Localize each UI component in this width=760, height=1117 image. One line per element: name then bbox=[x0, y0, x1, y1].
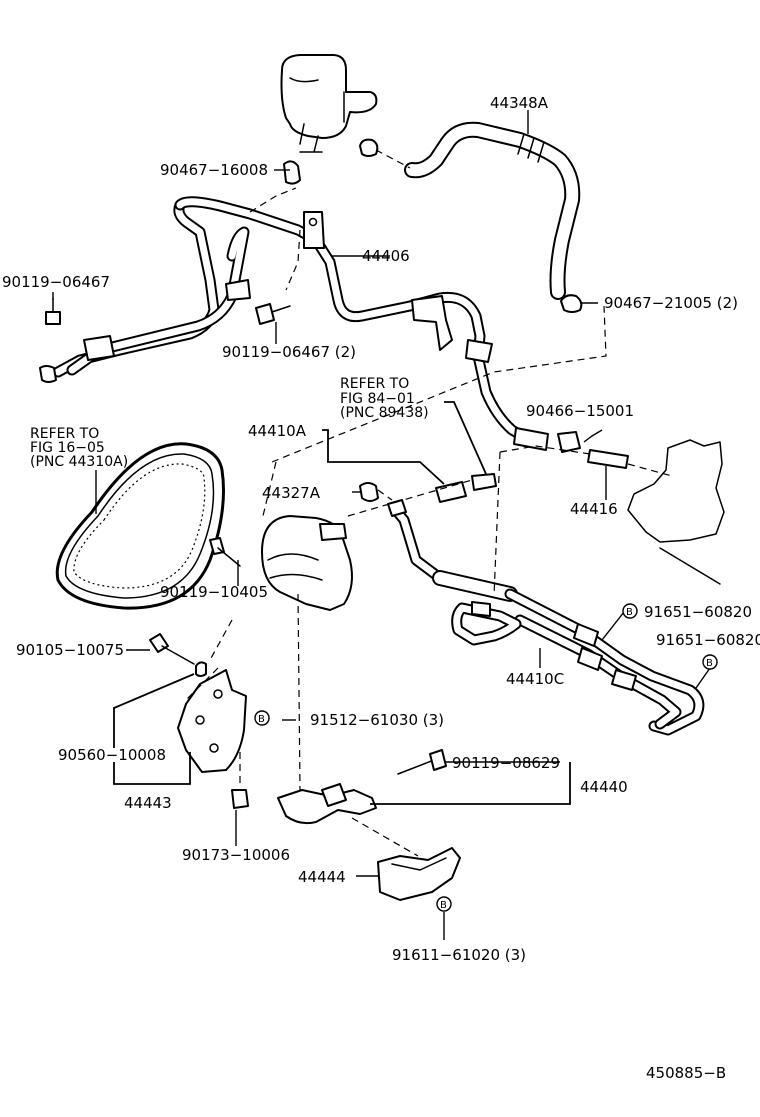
callout-91611-61020: 91611−61020 (3) bbox=[392, 946, 526, 964]
bracket-icon bbox=[303, 211, 453, 351]
svg-text:B: B bbox=[440, 900, 447, 911]
grommet-icon bbox=[359, 138, 379, 157]
callout-44406: 44406 bbox=[362, 247, 410, 265]
callout-90467-21005: 90467−21005 (2) bbox=[604, 294, 738, 312]
refer-84-line3: (PNC 89438) bbox=[340, 405, 429, 421]
b-marker-3: B bbox=[254, 710, 270, 726]
callout-44348A: 44348A bbox=[490, 94, 549, 112]
refer-84-line1: REFER TO bbox=[340, 376, 409, 392]
clamp-icon bbox=[359, 482, 379, 502]
callout-91651-60820-a: 91651−60820 bbox=[644, 603, 752, 621]
bolt-icon bbox=[149, 537, 241, 665]
b-marker-4: B bbox=[436, 896, 452, 912]
callout-90119-10405: 90119−10405 bbox=[160, 583, 268, 601]
callout-90466-15001: 90466−15001 bbox=[526, 402, 634, 420]
refer-84-line2: FIG 84−01 bbox=[340, 391, 415, 407]
callout-44327A: 44327A bbox=[262, 484, 321, 502]
pump-icon bbox=[261, 515, 353, 611]
callout-90173-10006: 90173−10006 bbox=[182, 846, 290, 864]
stay-icon bbox=[377, 847, 461, 901]
bolt-icon bbox=[435, 473, 497, 503]
callout-44443: 44443 bbox=[124, 794, 172, 812]
stay-icon bbox=[277, 783, 377, 825]
callout-44410C: 44410C bbox=[506, 670, 564, 688]
callout-44416: 44416 bbox=[570, 500, 618, 518]
bolt-icon bbox=[45, 297, 291, 325]
gear-housing-icon bbox=[557, 431, 725, 585]
bracket-icon bbox=[177, 661, 249, 809]
pipe-icon bbox=[39, 196, 549, 451]
callout-90119-06467-left: 90119−06467 bbox=[2, 273, 110, 291]
svg-text:B: B bbox=[626, 607, 633, 618]
svg-text:B: B bbox=[258, 714, 265, 725]
figure-id: 450885−B bbox=[646, 1064, 726, 1082]
refer-16-line1: REFER TO bbox=[30, 426, 99, 442]
callout-91512-61030: 91512−61030 (3) bbox=[310, 711, 444, 729]
hose-icon bbox=[404, 121, 581, 300]
callout-44440: 44440 bbox=[580, 778, 628, 796]
b-marker-2: B bbox=[702, 654, 718, 670]
b-marker-1: B bbox=[622, 603, 638, 619]
callout-90119-08629: 90119−08629 bbox=[452, 754, 560, 772]
clamp-icon bbox=[283, 160, 301, 185]
refer-16-line3: (PNC 44310A) bbox=[30, 454, 128, 470]
callout-90560-10008: 90560−10008 bbox=[58, 746, 166, 764]
bolt-icon bbox=[397, 749, 447, 775]
pipe-icon bbox=[451, 588, 705, 736]
clamp-icon bbox=[560, 294, 583, 313]
svg-text:B: B bbox=[706, 658, 713, 669]
callout-90105-10075: 90105−10075 bbox=[16, 641, 124, 659]
hose-icon bbox=[387, 499, 518, 602]
callout-90119-06467-2: 90119−06467 (2) bbox=[222, 343, 356, 361]
refer-16-line2: FIG 16−05 bbox=[30, 440, 105, 456]
callout-44410A: 44410A bbox=[248, 422, 307, 440]
callout-44444: 44444 bbox=[298, 868, 346, 886]
belt-icon bbox=[55, 442, 225, 610]
reservoir-icon bbox=[280, 54, 379, 157]
callout-90467-16008: 90467−16008 bbox=[160, 161, 268, 179]
callout-91651-60820-b: 91651−60820 bbox=[656, 631, 760, 649]
